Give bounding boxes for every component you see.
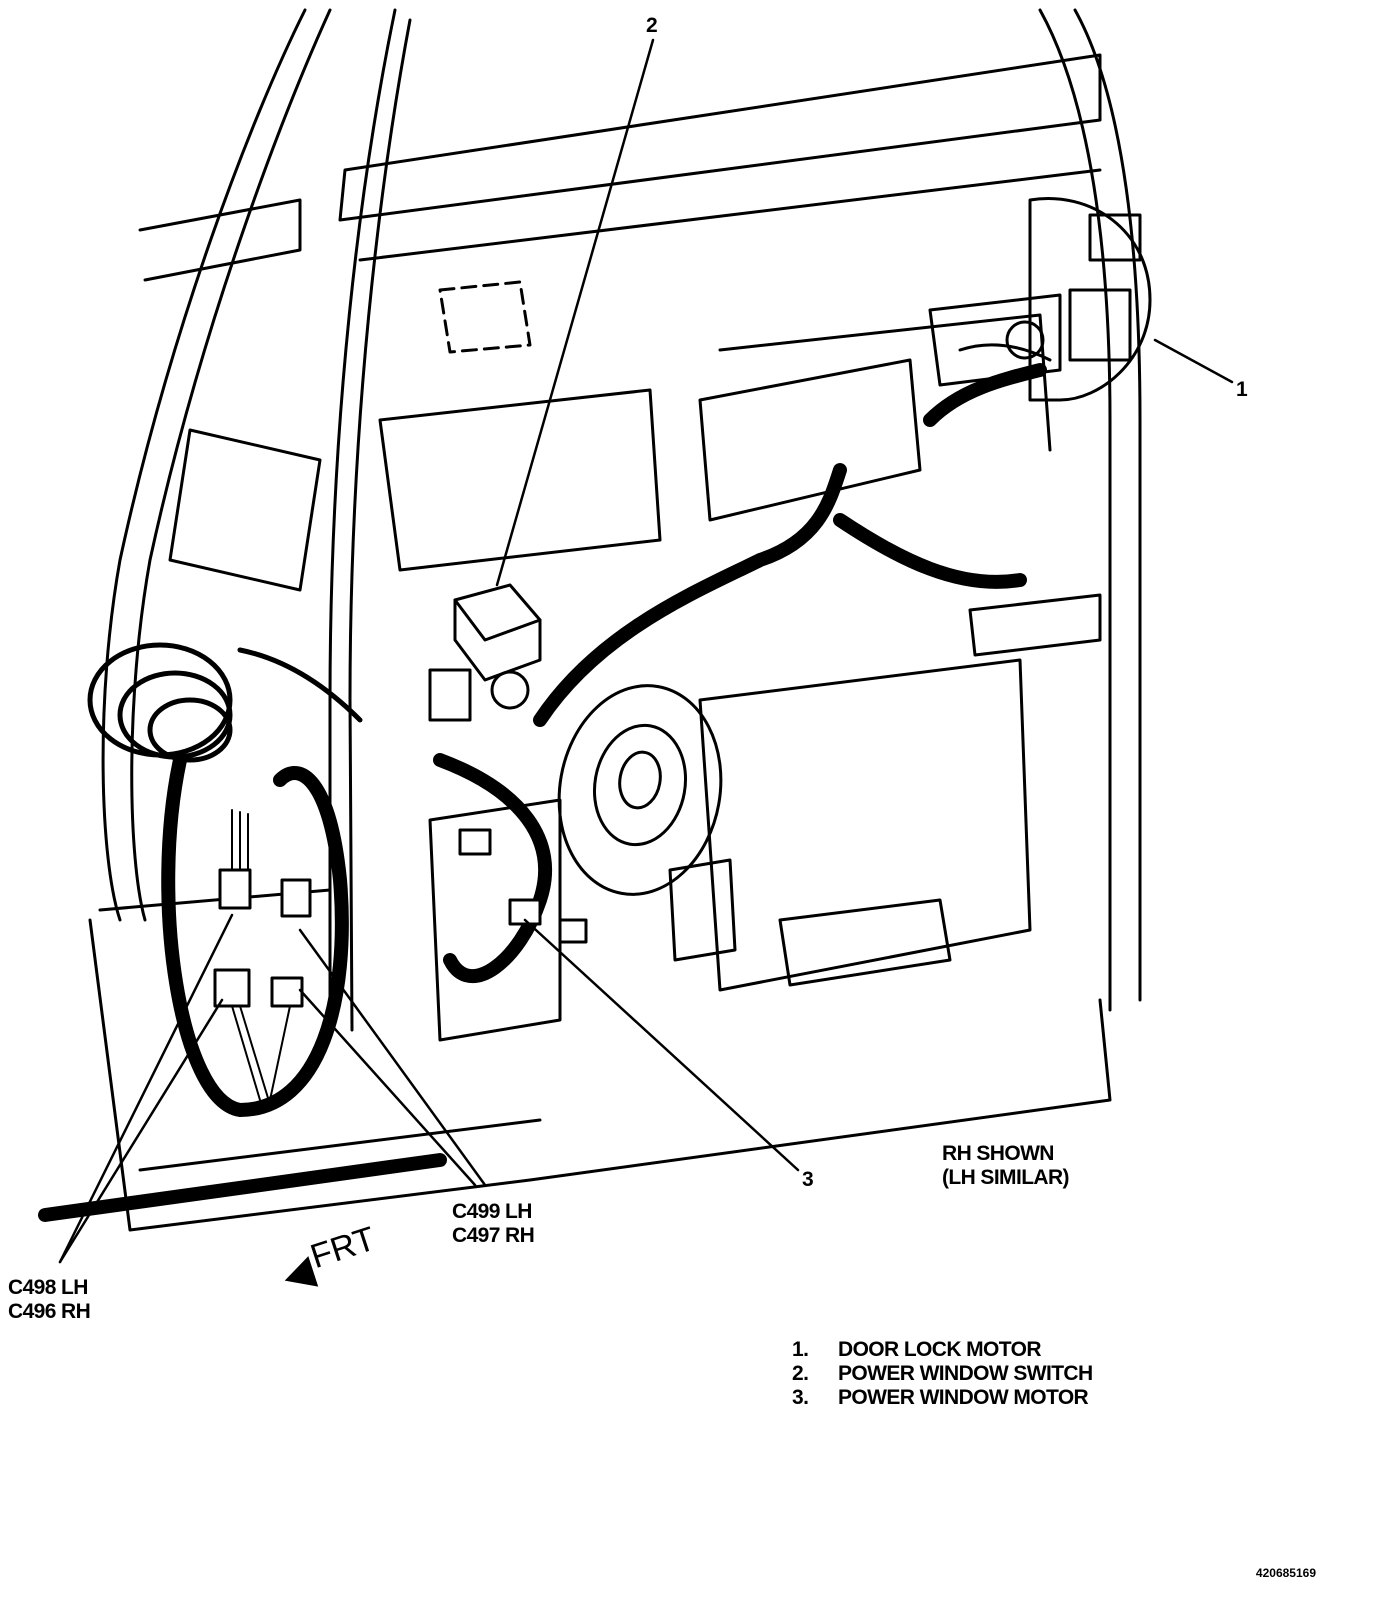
connector-c496-rh: C496 RH [8, 1300, 91, 1323]
connector-c499-lh: C499 LH [452, 1200, 532, 1223]
leader-c498-a [58, 913, 234, 1264]
inner-panel [378, 280, 1102, 1042]
rh-shown-line: RH SHOWN [942, 1142, 1054, 1165]
lh-similar-line: (LH SIMILAR) [942, 1166, 1070, 1189]
leader-c498-b [58, 998, 224, 1264]
door-lock-motor-drawing [958, 197, 1152, 402]
legend-text: DOOR LOCK MOTOR [838, 1338, 1042, 1361]
leader-c499-b [298, 988, 477, 1187]
connector-label-c499-c497: C499 LH C497 RH [452, 1200, 535, 1248]
leader-c499-a [298, 928, 487, 1187]
speaker-drawing [557, 684, 723, 896]
legend-number: 1. [792, 1338, 809, 1361]
legend-text: POWER WINDOW MOTOR [838, 1386, 1089, 1409]
legend-number: 2. [792, 1362, 809, 1385]
leader-3 [523, 918, 800, 1172]
callout-2: 2 [646, 14, 658, 37]
legend-item: 1. DOOR LOCK MOTOR [792, 1338, 1093, 1362]
legend: 1. DOOR LOCK MOTOR 2. POWER WINDOW SWITC… [792, 1338, 1093, 1410]
callout-3: 3 [802, 1168, 814, 1191]
loop-wires [231, 809, 291, 1101]
legend-item: 3. POWER WINDOW MOTOR [792, 1386, 1093, 1410]
connector-c497-rh: C497 RH [452, 1224, 535, 1247]
connector-blocks [213, 828, 588, 1008]
connector-c498-lh: C498 LH [8, 1276, 88, 1299]
harness-coil [87, 642, 363, 763]
leader-lines [58, 38, 1234, 1264]
leader-1 [1153, 338, 1234, 384]
leader-2 [495, 38, 655, 587]
figure-id: 420685169 [1255, 1566, 1316, 1580]
front-direction-marker: FRT [279, 1220, 424, 1298]
legend-text: POWER WINDOW SWITCH [838, 1362, 1093, 1385]
legend-number: 3. [792, 1386, 809, 1409]
legend-item: 2. POWER WINDOW SWITCH [792, 1362, 1093, 1386]
wiring-harness [38, 363, 1047, 1222]
door-frame [88, 8, 1142, 1232]
callout-1: 1 [1236, 378, 1248, 401]
connector-label-c498-c496: C498 LH C496 RH [8, 1276, 91, 1324]
rh-shown-note: RH SHOWN (LH SIMILAR) [942, 1142, 1070, 1190]
power-window-switch-drawing [428, 583, 542, 722]
